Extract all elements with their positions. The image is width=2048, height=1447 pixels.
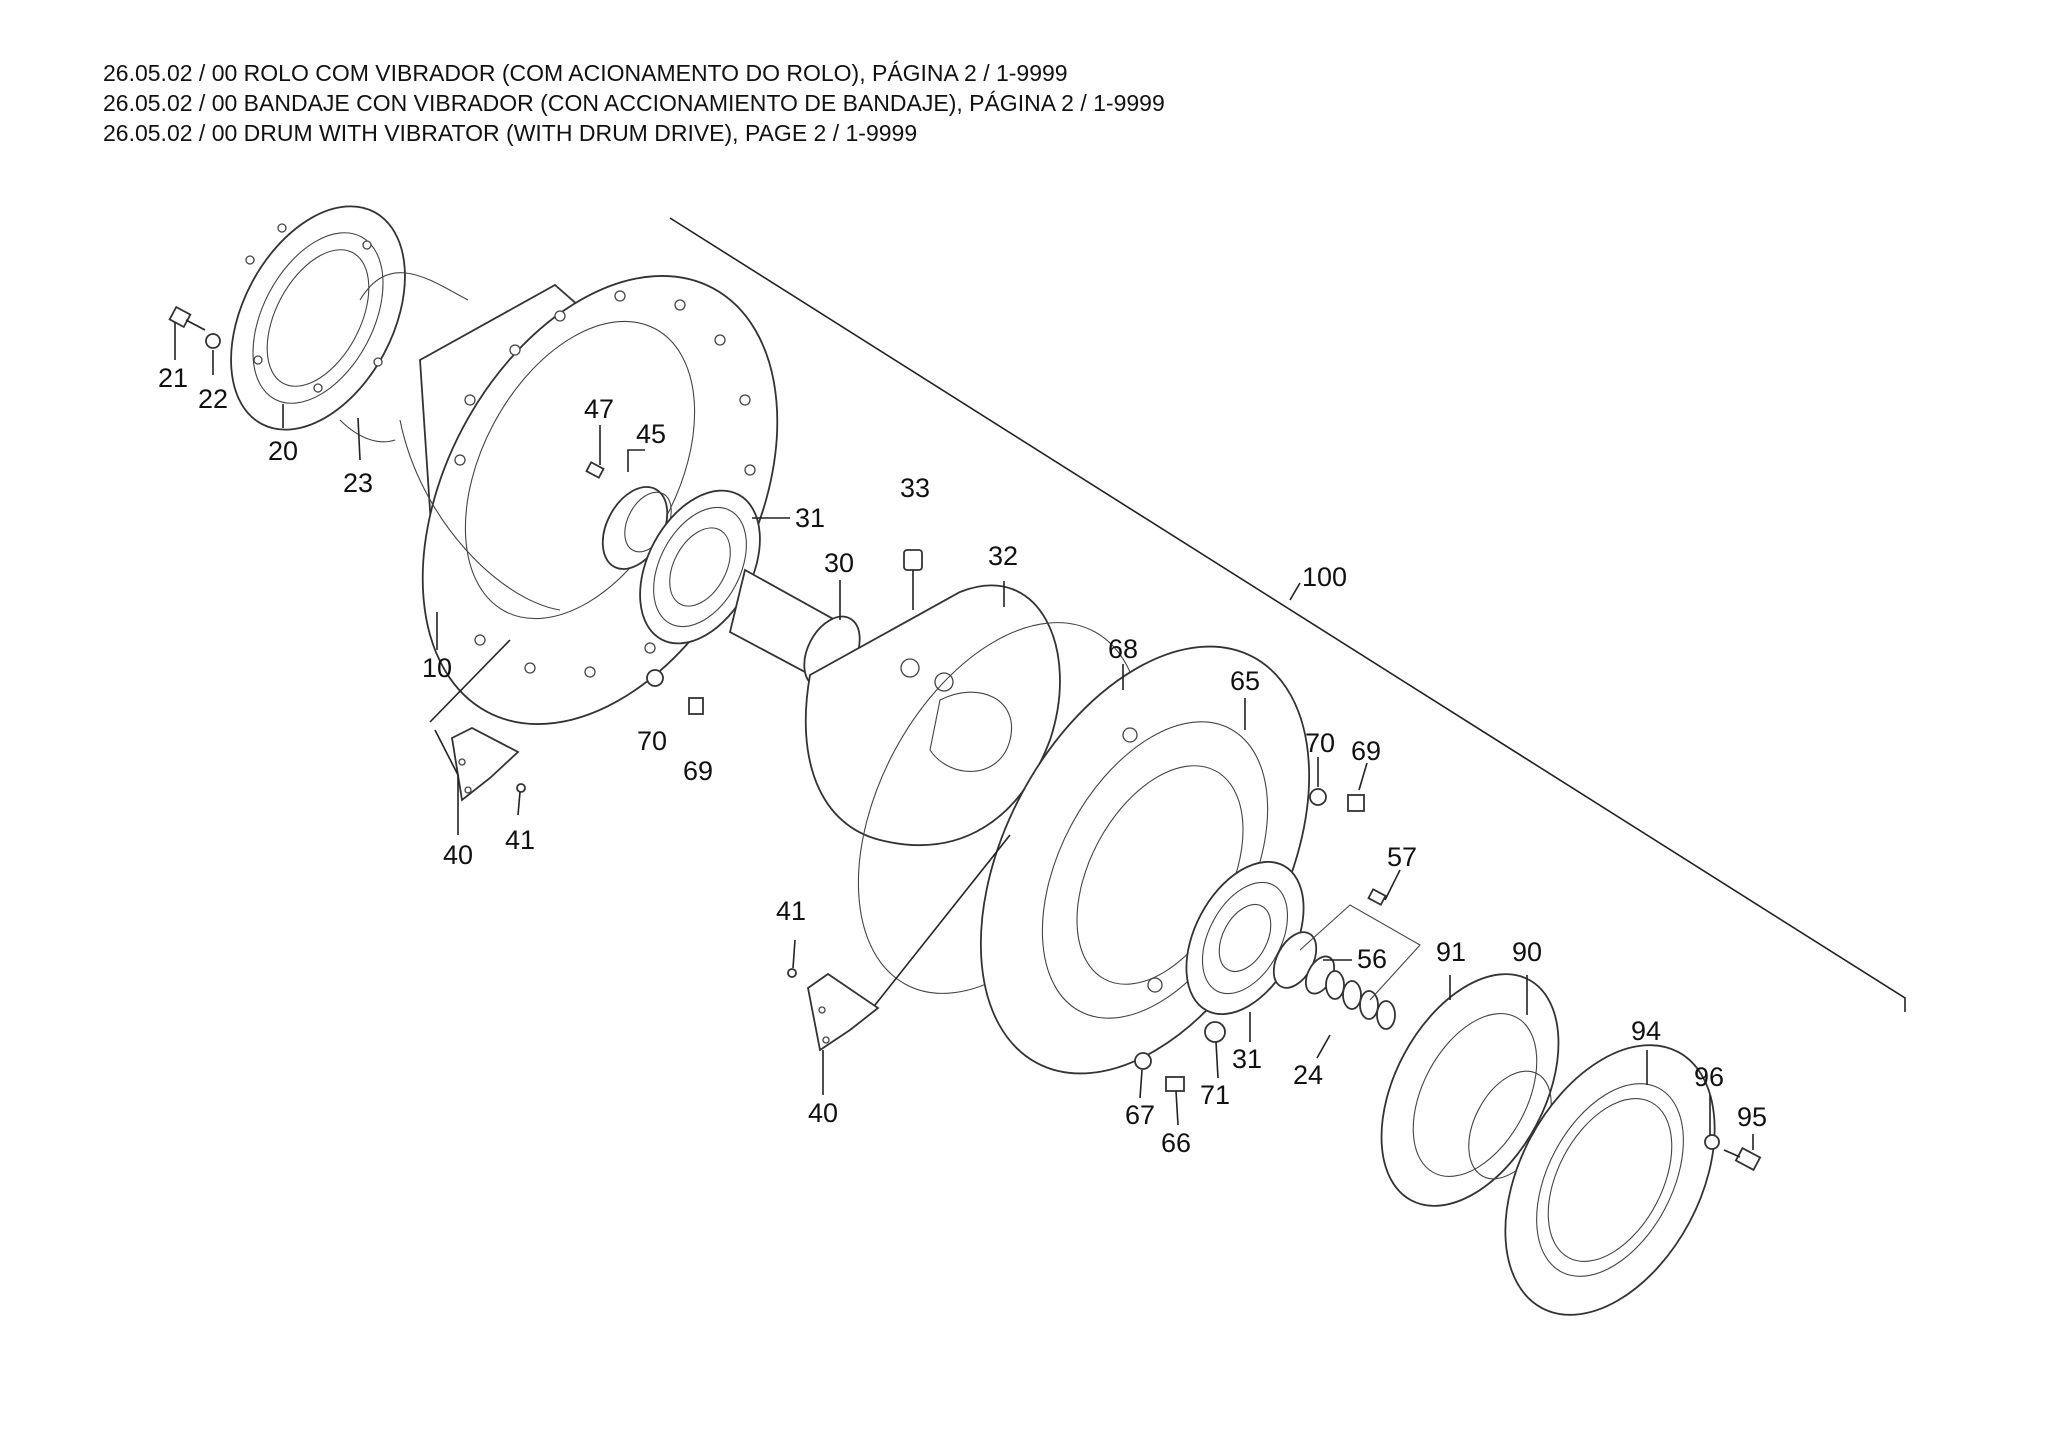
callout-91: 91 (1436, 937, 1466, 967)
part-10-drum-shell (399, 275, 779, 725)
part-31-bearing-upper (639, 489, 761, 645)
part-69-plug-upper (688, 697, 704, 715)
callout-94: 94 (1631, 1016, 1661, 1046)
page-header: 26.05.02 / 00 ROLO COM VIBRADOR (COM ACI… (103, 58, 1165, 148)
callout-57: 57 (1387, 842, 1417, 872)
part-70-washer-upper (646, 669, 664, 687)
callout-96: 96 (1694, 1062, 1724, 1092)
header-line-portuguese: 26.05.02 / 00 ROLO COM VIBRADOR (COM ACI… (103, 60, 1068, 86)
callout-45: 45 (636, 419, 666, 449)
part-24-coupling (1325, 970, 1396, 1030)
callout-32: 32 (988, 541, 1018, 571)
callout-71: 71 (1200, 1080, 1230, 1110)
part-32-eccentric-weight (804, 584, 1061, 846)
part-24-bracket (1299, 904, 1421, 1001)
part-47-pin (585, 461, 605, 479)
leader-lines (174, 322, 1754, 1150)
callout-23: 23 (343, 468, 373, 498)
part-41-screw-upper (516, 783, 526, 793)
callout-40-lower: 40 (808, 1098, 838, 1128)
callout-68: 68 (1108, 634, 1138, 664)
part-67-washer (1134, 1052, 1152, 1070)
part-33-screw (903, 549, 923, 610)
callout-65: 65 (1230, 666, 1260, 696)
part-71-nut (1204, 1021, 1226, 1043)
callout-67: 67 (1125, 1100, 1155, 1130)
part-22-washer (205, 333, 221, 349)
callout-69-upper: 69 (683, 756, 713, 786)
callout-10: 10 (422, 653, 452, 683)
callout-47: 47 (584, 394, 614, 424)
callout-95: 95 (1737, 1102, 1767, 1132)
callout-41-lower: 41 (776, 896, 806, 926)
callout-21: 21 (158, 363, 188, 393)
callout-33: 33 (900, 473, 930, 503)
part-90-drive-motor (1380, 973, 1560, 1207)
part-96-washer (1704, 1134, 1720, 1150)
callout-31-lower: 31 (1232, 1044, 1262, 1074)
part-41-screw-lower (787, 968, 797, 978)
callout-100: 100 (1302, 562, 1347, 592)
callout-22: 22 (198, 384, 228, 414)
part-20-end-cover (230, 205, 406, 431)
callout-30: 30 (824, 548, 854, 578)
callout-66: 66 (1161, 1128, 1191, 1158)
assembly-bracket-100 (669, 217, 1906, 1012)
callout-70-right: 70 (1305, 728, 1335, 758)
callout-69-right: 69 (1351, 736, 1381, 766)
callout-40-upper: 40 (443, 840, 473, 870)
part-40-plate-upper (451, 726, 520, 802)
part-66-bolt (1165, 1076, 1185, 1092)
part-21-bolt (168, 305, 206, 331)
part-70-washer-right (1309, 788, 1327, 806)
header-line-spanish: 26.05.02 / 00 BANDAJE CON VIBRADOR (CON … (103, 90, 1165, 116)
part-57-bolt (1367, 888, 1387, 906)
part-40-plate-lower (807, 972, 880, 1052)
part-23-gasket (339, 272, 469, 443)
part-94-outer-flange (1504, 1044, 1716, 1316)
callout-20: 20 (268, 436, 298, 466)
callout-56: 56 (1357, 944, 1387, 974)
callout-labels: 21 22 20 23 47 45 31 30 33 32 10 100 68 … (158, 363, 1767, 1158)
part-95-bolt (1723, 1146, 1762, 1172)
callout-70-upper: 70 (637, 726, 667, 756)
header-line-english: 26.05.02 / 00 DRUM WITH VIBRATOR (WITH D… (103, 120, 918, 146)
part-69-plug-right (1347, 794, 1365, 812)
callout-41-upper: 41 (505, 825, 535, 855)
callout-90: 90 (1512, 937, 1542, 967)
callout-31-upper: 31 (795, 503, 825, 533)
callout-24: 24 (1293, 1060, 1323, 1090)
